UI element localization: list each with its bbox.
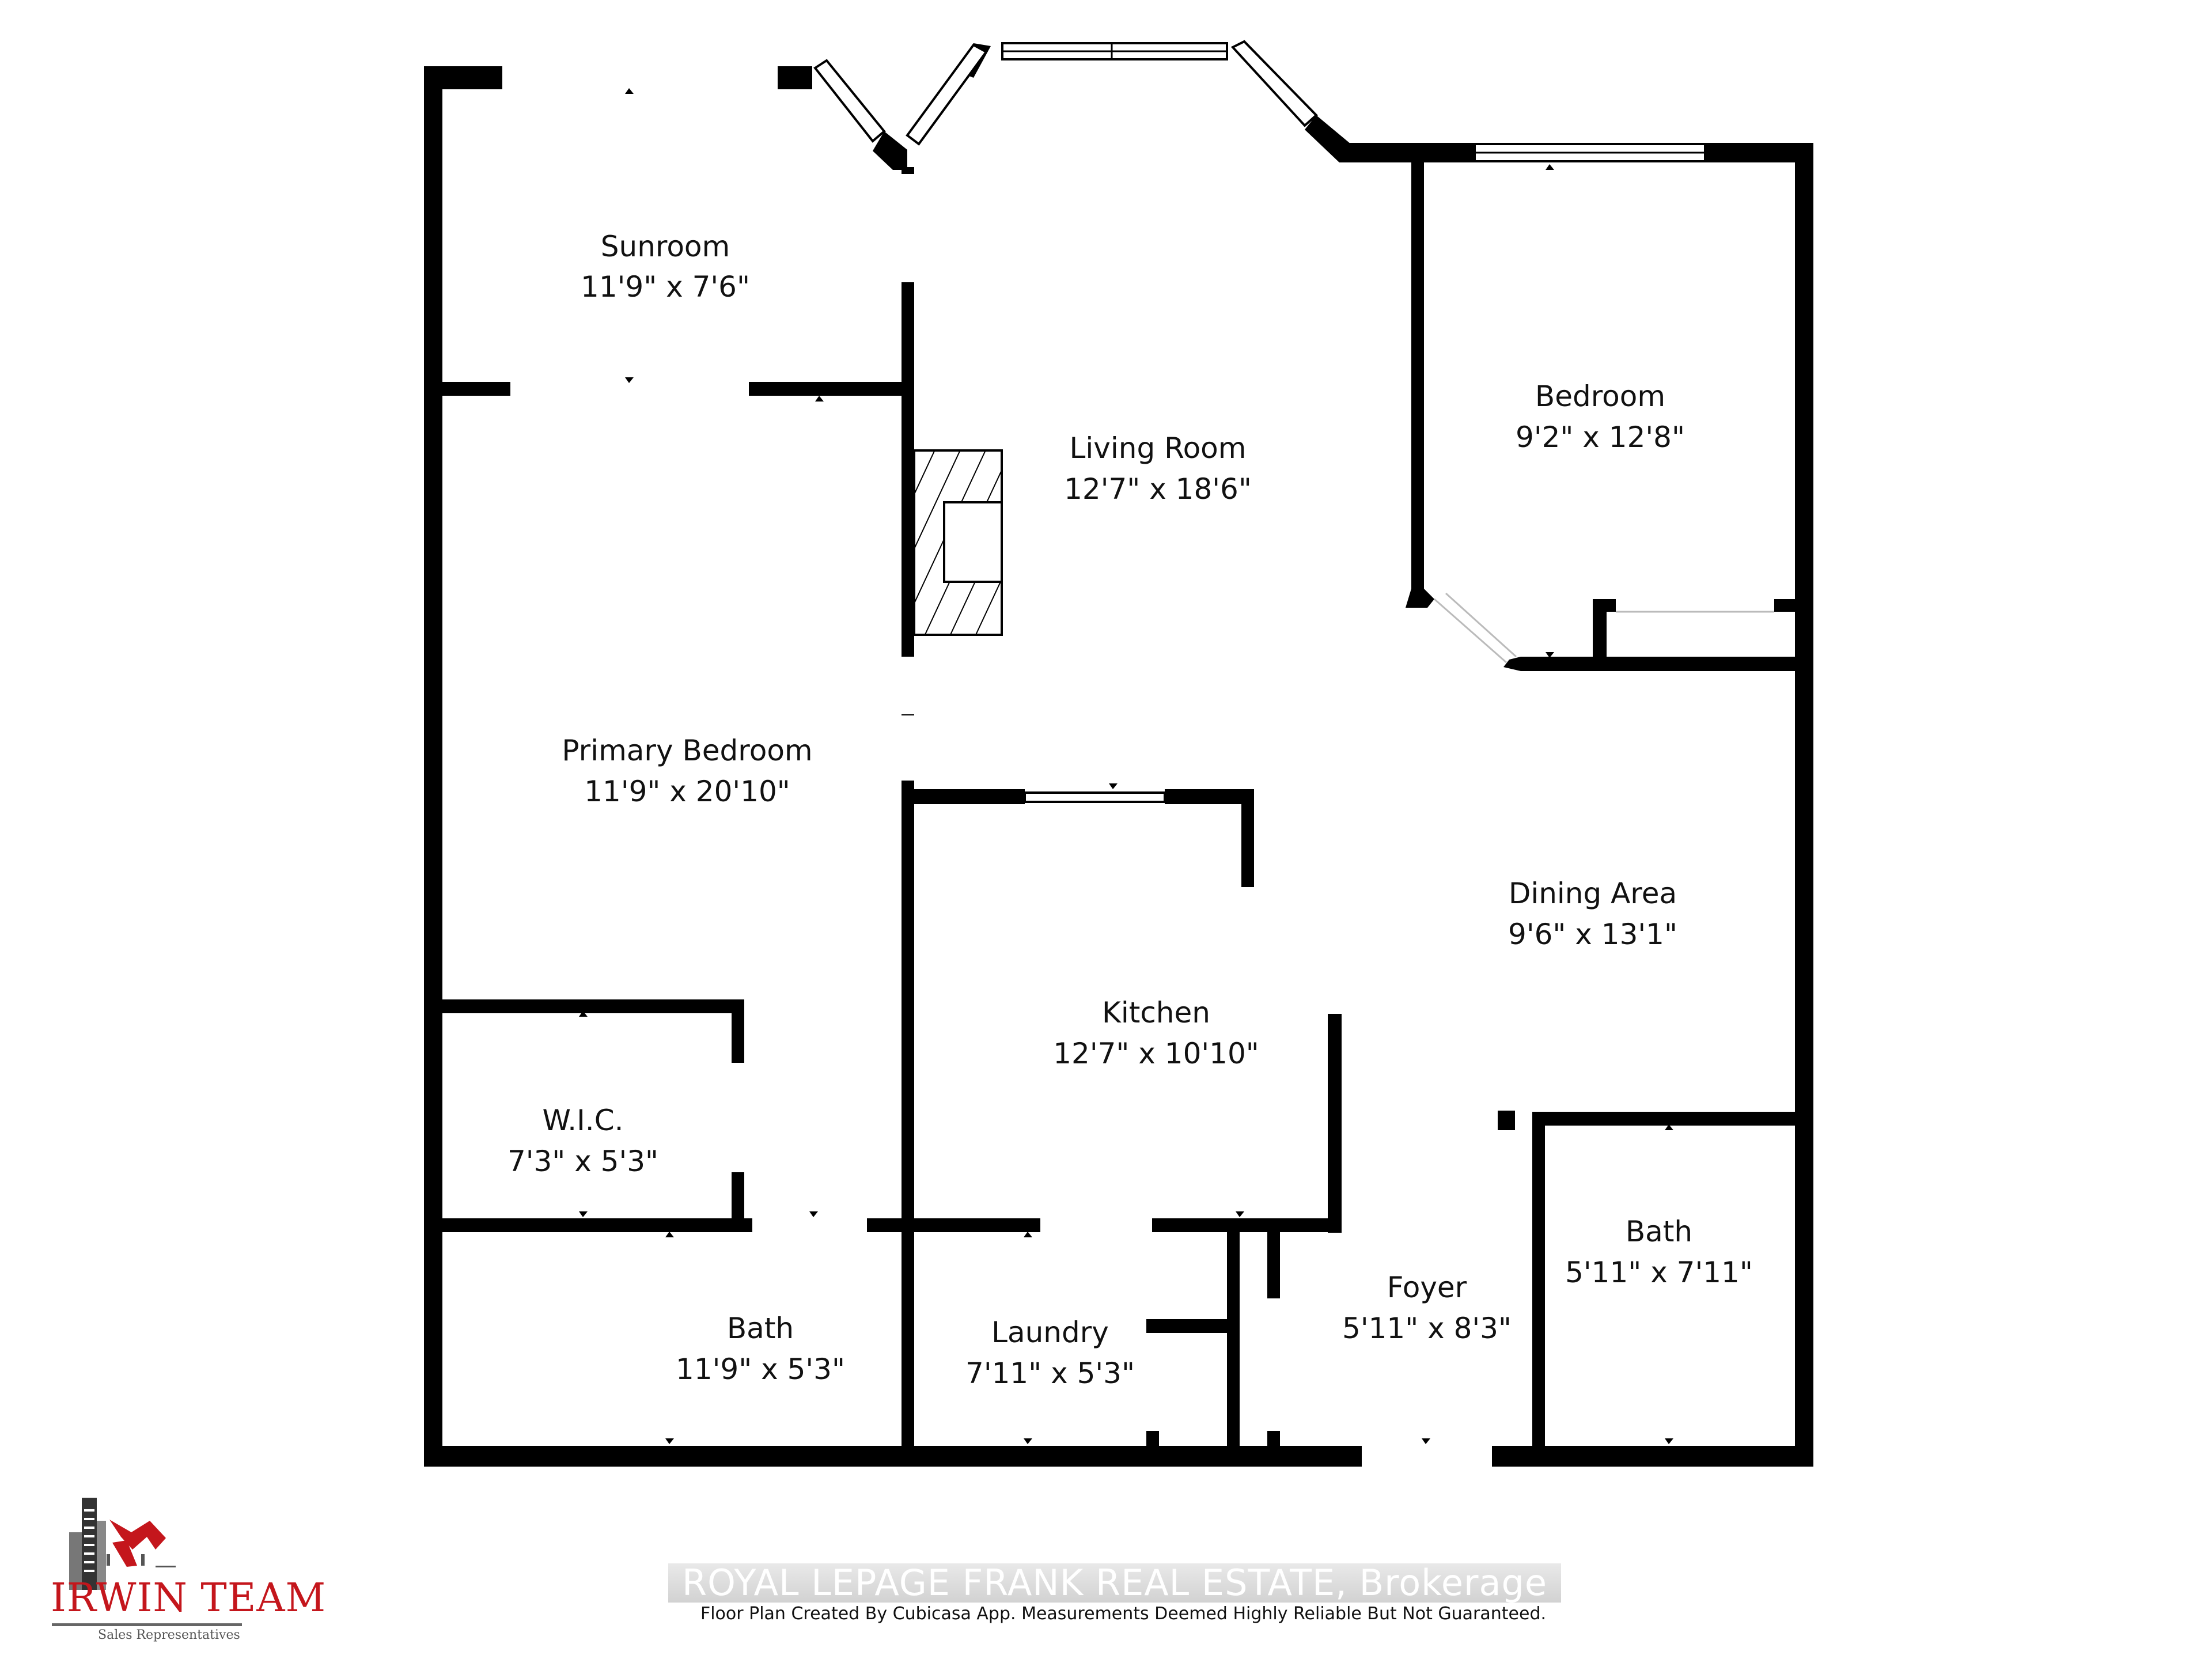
disclaimer-text: Floor Plan Created By Cubicasa App. Meas… [700, 1604, 1547, 1624]
svg-text:Bedroom: Bedroom [1535, 380, 1665, 413]
room-label-bedroom: Bedroom 9'2" x 12'8" [1516, 380, 1685, 454]
svg-text:Living Room: Living Room [1070, 431, 1247, 465]
svg-text:11'9" x 5'3": 11'9" x 5'3" [676, 1353, 845, 1386]
walls [424, 43, 1813, 1467]
room-label-primary-bedroom: Primary Bedroom 11'9" x 20'10" [562, 734, 812, 808]
logo-subtitle: Sales Representatives [98, 1628, 240, 1642]
svg-text:9'6" x 13'1": 9'6" x 13'1" [1508, 918, 1677, 951]
svg-text:Foyer: Foyer [1387, 1271, 1467, 1304]
svg-text:Laundry: Laundry [991, 1316, 1109, 1349]
logo-title: IRWIN TEAM [51, 1575, 327, 1621]
room-label-foyer: Foyer 5'11" x 8'3" [1342, 1271, 1512, 1345]
svg-text:12'7" x 18'6": 12'7" x 18'6" [1064, 472, 1252, 506]
svg-text:Dining Area: Dining Area [1509, 877, 1677, 910]
svg-text:9'2" x 12'8": 9'2" x 12'8" [1516, 421, 1685, 454]
svg-text:Primary Bedroom: Primary Bedroom [562, 734, 812, 767]
svg-text:11'9" x 20'10": 11'9" x 20'10" [584, 775, 790, 808]
svg-text:5'11" x 7'11": 5'11" x 7'11" [1565, 1256, 1753, 1289]
svg-text:5'11" x 8'3": 5'11" x 8'3" [1342, 1312, 1512, 1345]
svg-text:Bath: Bath [1626, 1215, 1692, 1248]
svg-text:Sunroom: Sunroom [601, 230, 730, 263]
room-label-bath-1: Bath 11'9" x 5'3" [676, 1312, 845, 1386]
room-label-kitchen: Kitchen 12'7" x 10'10" [1053, 996, 1259, 1070]
svg-text:Bath: Bath [727, 1312, 794, 1345]
room-label-bath-2: Bath 5'11" x 7'11" [1565, 1215, 1753, 1289]
svg-text:7'11" x 5'3": 7'11" x 5'3" [965, 1357, 1135, 1390]
room-label-laundry: Laundry 7'11" x 5'3" [965, 1316, 1135, 1390]
svg-text:Kitchen: Kitchen [1102, 996, 1210, 1029]
room-label-dining-area: Dining Area 9'6" x 13'1" [1508, 877, 1677, 951]
svg-text:11'9" x 7'6": 11'9" x 7'6" [581, 270, 750, 304]
room-label-sunroom: Sunroom 11'9" x 7'6" [581, 230, 750, 304]
svg-text:7'3" x 5'3": 7'3" x 5'3" [507, 1145, 658, 1178]
room-label-living-room: Living Room 12'7" x 18'6" [1064, 431, 1252, 506]
fireplace [913, 449, 1003, 636]
dimension-markers [579, 88, 1673, 1444]
logo-divider [52, 1623, 242, 1626]
svg-text:W.I.C.: W.I.C. [542, 1104, 623, 1137]
irwin-team-logo-icon [69, 1498, 176, 1590]
brokerage-watermark: ROYAL LEPAGE FRANK REAL ESTATE, Brokerag… [668, 1563, 1561, 1603]
windows [813, 40, 1774, 803]
svg-text:12'7" x 10'10": 12'7" x 10'10" [1053, 1037, 1259, 1070]
room-label-wic: W.I.C. 7'3" x 5'3" [507, 1104, 658, 1178]
